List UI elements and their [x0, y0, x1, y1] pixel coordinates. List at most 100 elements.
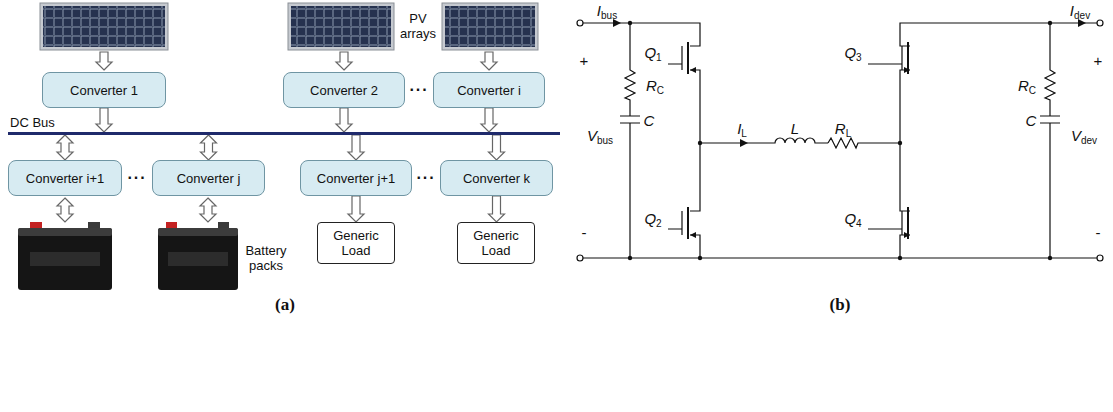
terminal: [577, 255, 583, 261]
power-flow-arrow: [96, 108, 112, 132]
flow-arrow: [57, 198, 73, 222]
converter-box: Converter i: [433, 72, 545, 108]
converter-box: Converter j: [152, 160, 265, 196]
caption-label: PV arrays: [398, 11, 438, 41]
pv-panel: [442, 3, 538, 50]
label-slot: ···: [410, 81, 429, 99]
node-label: Converter 1: [70, 83, 138, 98]
component-label: Q4: [844, 210, 861, 227]
component-label: RL: [835, 120, 851, 137]
component-label: Q1: [644, 44, 661, 61]
label-slot: RC: [646, 77, 664, 94]
caption-label: Battery packs: [240, 243, 292, 273]
node-label: Generic Load: [322, 228, 390, 258]
label-slot: C: [1026, 112, 1037, 129]
flow-arrow: [481, 52, 497, 70]
pv-panel: [40, 3, 168, 50]
label-slot: Vbus: [587, 127, 613, 144]
power-flow-arrow: [348, 196, 364, 222]
polarity-sign: -: [1096, 224, 1101, 241]
node-label: Converter j+1: [317, 171, 395, 186]
component-label: Q3: [844, 44, 861, 61]
battery-pack: [18, 222, 112, 290]
power-flow-arrow: [489, 196, 505, 222]
inductor-symbol: [700, 138, 828, 143]
terminal: [1097, 255, 1103, 261]
resistor-symbol: [828, 138, 900, 148]
pv-panel: [288, 3, 394, 50]
component-label: L: [791, 120, 799, 137]
wire: [583, 23, 700, 46]
converter-box: Converter 1: [42, 72, 166, 108]
label-slot: ···: [128, 169, 147, 187]
voltage-label: Vbus: [587, 127, 613, 144]
wire: [900, 23, 1097, 46]
power-flow-arrow: [489, 135, 505, 160]
label-slot: +: [1094, 52, 1103, 69]
label-slot: (b): [830, 295, 851, 315]
ellipsis: ···: [410, 81, 429, 99]
component-label: C: [644, 112, 655, 129]
label-slot: -: [1096, 224, 1101, 241]
mosfet-symbol: [668, 143, 700, 258]
flow-arrow: [200, 198, 216, 222]
node-label: Converter 2: [310, 83, 378, 98]
node-label: Converter k: [463, 171, 530, 186]
label-slot: -: [582, 224, 587, 241]
label-slot: Q3: [844, 44, 861, 61]
label-slot: C: [644, 112, 655, 129]
current-label: Ibus: [597, 2, 617, 19]
capacitor-symbol: [620, 116, 640, 258]
converter-box: Converter 2: [283, 72, 405, 108]
mosfet-symbol: [868, 143, 910, 258]
load-box: Generic Load: [457, 222, 535, 264]
power-flow-arrow: [348, 135, 364, 160]
label-slot: Idev: [1070, 2, 1090, 19]
power-flow-arrow: [201, 135, 217, 160]
label-slot: RC: [1018, 77, 1036, 94]
current-label: Idev: [1070, 2, 1090, 19]
wire: [583, 257, 1097, 258]
converter-box: Converter k: [440, 160, 553, 196]
terminal: [1097, 20, 1103, 26]
panel-letter: (b): [830, 295, 851, 315]
power-flow-arrow: [336, 108, 352, 132]
label-slot: ···: [417, 169, 436, 187]
ellipsis: ···: [417, 169, 436, 187]
node-label: Converter i+1: [26, 171, 104, 186]
node-label: Converter i: [457, 83, 521, 98]
label-slot: PV arrays: [398, 11, 438, 41]
component-label: RC: [646, 77, 664, 94]
terminal: [577, 20, 583, 26]
label-slot: (a): [275, 295, 295, 315]
power-flow-arrow: [57, 135, 73, 160]
polarity-sign: -: [582, 224, 587, 241]
label-slot: RL: [835, 120, 851, 137]
converter-box: Converter i+1: [8, 160, 122, 196]
node-label: Converter j: [177, 171, 241, 186]
current-arrow: [740, 139, 748, 147]
mosfet-symbol: [868, 42, 910, 143]
circuit-schematic: [577, 19, 1103, 261]
label-slot: Q4: [844, 210, 861, 227]
label-slot: IL: [737, 120, 747, 137]
dc-bus: DC Bus: [8, 132, 560, 135]
node-label: Generic Load: [462, 228, 530, 258]
panel-letter: (a): [275, 295, 295, 315]
label-slot: L: [791, 120, 799, 137]
power-flow-arrow: [481, 108, 497, 132]
ellipsis: ···: [128, 169, 147, 187]
label-slot: Vdev: [1071, 127, 1097, 144]
polarity-sign: +: [580, 52, 589, 69]
component-label: RC: [1018, 77, 1036, 94]
resistor-symbol: [1045, 23, 1055, 116]
component-label: C: [1026, 112, 1037, 129]
capacitor-symbol: [1040, 116, 1060, 258]
battery-pack: [158, 222, 238, 290]
label-slot: +: [580, 52, 589, 69]
current-label: IL: [737, 120, 747, 137]
converter-box: Converter j+1: [300, 160, 412, 196]
